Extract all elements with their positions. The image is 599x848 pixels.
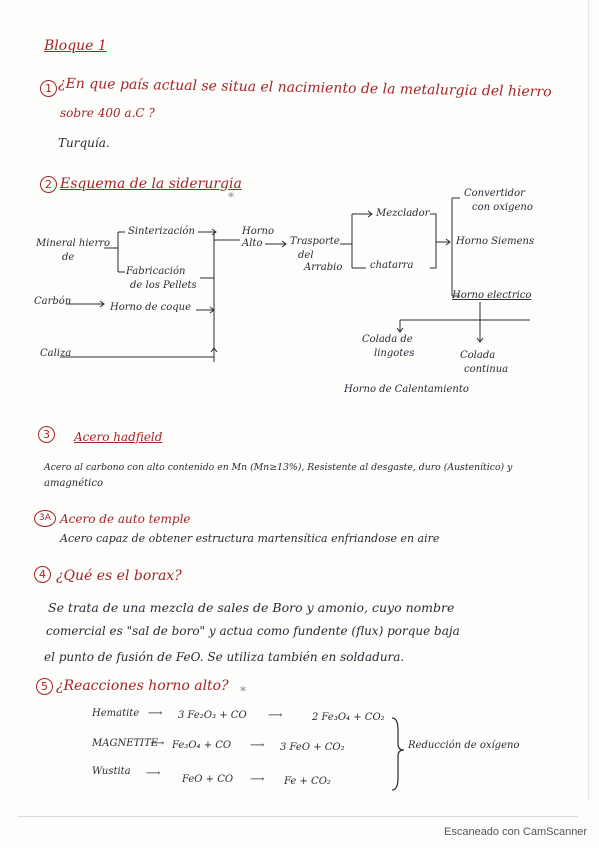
reaction-3-yield-arrow: ⟶ [250, 774, 265, 785]
reaction-2-products: 3 FeO + CO₂ [280, 742, 345, 753]
block-title: Bloque 1 [44, 38, 107, 54]
reduction-note: Reducción de oxígeno [408, 740, 520, 751]
question-4-title: ¿Qué es el borax? [56, 568, 182, 584]
diag-horno-siemens: Horno Siemens [456, 236, 535, 247]
question-1-text-cont: sobre 400 a.C ? [60, 106, 155, 120]
diag-convertidor: Convertidor [464, 188, 525, 199]
question-3-text: Acero al carbono con alto contenido en M… [44, 462, 513, 473]
diag-caliza: Caliza [40, 348, 72, 359]
diag-convertidor-oxigeno: con oxigeno [472, 202, 533, 213]
diag-mineral-de: de [62, 252, 75, 263]
reaction-3-arrow: ⟶ [146, 768, 161, 779]
diag-mineral: Mineral hierro [36, 238, 111, 249]
reaction-2-mineral: MAGNETITE [92, 738, 159, 749]
diag-horno-alto: Horno [242, 226, 274, 237]
diag-colada-continua: Colada [460, 350, 496, 361]
question-4-text: Se trata de una mezcla de sales de Boro … [48, 600, 455, 615]
scanner-watermark: Escaneado con CamScanner [444, 826, 588, 838]
diag-transporte: Trasporte [290, 236, 340, 247]
reaction-2-reactants: Fe₃O₄ + CO [172, 740, 232, 751]
question-2-star: * [228, 190, 234, 204]
question-2-number: 2 [40, 176, 57, 193]
diag-pellets: de los Pellets [130, 280, 197, 291]
diag-fabricacion: Fabricación [126, 266, 186, 277]
footer-divider [18, 816, 578, 817]
question-1-number: 1 [40, 80, 57, 97]
question-3a-title: Acero de auto temple [60, 512, 191, 526]
diag-mezclador: Mezclador [376, 208, 430, 219]
diag-colada-lingotes: Colada de [362, 334, 413, 345]
diag-arrabio: Arrabio [304, 262, 343, 273]
question-3-title: Acero hadfield [74, 430, 163, 444]
question-4-text-3: el punto de fusión de FeO. Se utiliza ta… [44, 650, 405, 664]
question-5-star: * [240, 684, 246, 698]
page-edge [588, 0, 589, 800]
diag-lingotes: lingotes [374, 348, 415, 359]
question-4-text-2: comercial es "sal de boro" y actua como … [46, 624, 460, 638]
question-2-title: Esquema de la siderurgia [60, 176, 242, 192]
question-1-answer: Turquía. [58, 136, 110, 150]
diag-horno-electrico: Horno electrico [452, 290, 532, 301]
reaction-1-products: 2 Fe₃O₄ + CO₂ [312, 712, 385, 723]
question-3-number: 3 [38, 426, 55, 443]
reaction-3-mineral: Wustita [92, 766, 131, 777]
reaction-1-arrow: ⟶ [148, 708, 163, 719]
question-3a-text: Acero capaz de obtener estructura marten… [60, 532, 440, 545]
reaction-2-arrow: ⟶ [150, 738, 165, 749]
question-3-text-cont: amagnético [44, 478, 104, 489]
diag-sinterizacion: Sinterización [128, 226, 195, 237]
diag-horno-alto-2: Alto [242, 238, 263, 249]
reaction-1-mineral: Hematite [92, 708, 140, 719]
reaction-1-yield-arrow: ⟶ [268, 710, 283, 721]
question-5-number: 5 [36, 678, 53, 695]
question-3a-number: 3A [34, 510, 56, 527]
diag-transporte-del: del [298, 250, 314, 261]
diag-horno-calentamiento: Horno de Calentamiento [344, 384, 469, 395]
question-4-number: 4 [34, 566, 51, 583]
reaction-1-reactants: 3 Fe₂O₃ + CO [178, 710, 247, 721]
diag-continua: continua [464, 364, 509, 375]
question-5-title: ¿Reacciones horno alto? [56, 678, 229, 694]
reaction-3-products: Fe + CO₂ [284, 776, 331, 787]
diag-chatarra: chatarra [370, 260, 414, 271]
reaction-2-yield-arrow: ⟶ [250, 740, 265, 751]
diag-horno-coque: Horno de coque [110, 302, 192, 313]
diag-carbon: Carbón [34, 296, 72, 307]
reaction-3-reactants: FeO + CO [182, 774, 234, 785]
